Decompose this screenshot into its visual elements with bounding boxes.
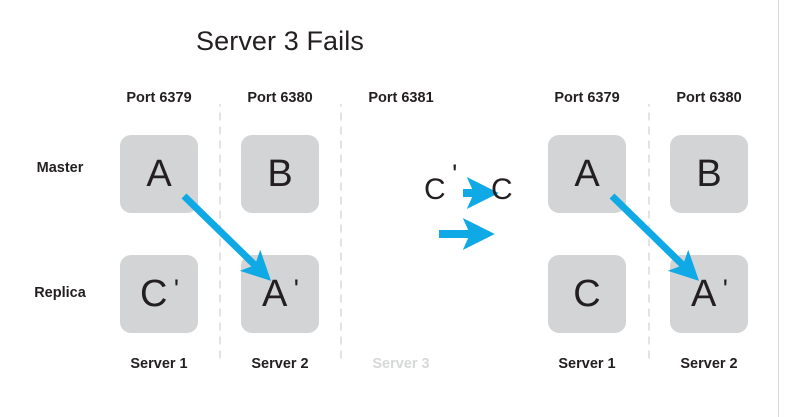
server-label-2-left: Server 2 — [251, 356, 309, 372]
port-label-6379-right: Port 6379 — [554, 90, 620, 106]
divider-right-1 — [648, 104, 650, 359]
prime-mark: ' — [446, 159, 458, 189]
node-letter: B — [267, 153, 293, 195]
node-a-master-server1-right[interactable]: A — [548, 135, 626, 213]
port-label-6380-left: Port 6380 — [247, 90, 313, 106]
node-letter: A — [262, 273, 288, 315]
divider-left-2 — [340, 104, 342, 359]
legend-flow-arrow — [439, 218, 495, 250]
node-a-master-server1-left[interactable]: A — [120, 135, 198, 213]
legend-from-letter: C — [424, 173, 446, 206]
row-label-replica: Replica — [34, 285, 86, 301]
panel-right-border — [778, 0, 779, 417]
node-a-replica-server2-left[interactable]: A ' — [241, 255, 319, 333]
node-c-replica-server1-left[interactable]: C ' — [120, 255, 198, 333]
legend-to-letter: C — [491, 173, 513, 206]
row-label-master: Master — [36, 160, 84, 176]
server-label-2-right: Server 2 — [680, 356, 738, 372]
divider-left-1 — [219, 104, 221, 359]
node-c-replica-server1-right[interactable]: C — [548, 255, 626, 333]
node-b-master-server2-right[interactable]: B — [670, 135, 748, 213]
node-letter: A — [574, 153, 600, 195]
port-label-6380-right: Port 6380 — [676, 90, 742, 106]
port-label-6379-left: Port 6379 — [126, 90, 192, 106]
node-letter: C — [573, 273, 601, 315]
legend-to-label: C — [491, 175, 513, 205]
legend-from-label: C ' — [424, 161, 457, 206]
server-label-1-right: Server 1 — [558, 356, 616, 372]
node-a-replica-server2-right[interactable]: A ' — [670, 255, 748, 333]
node-b-master-server2-left[interactable]: B — [241, 135, 319, 213]
node-letter: B — [696, 153, 722, 195]
page-title: Server 3 Fails — [196, 26, 364, 56]
server-label-1-left: Server 1 — [130, 356, 188, 372]
node-letter: A — [146, 153, 172, 195]
port-label-6381-left: Port 6381 — [368, 90, 434, 106]
server-label-3-failed: Server 3 — [372, 356, 430, 372]
node-letter: A — [691, 273, 717, 315]
node-letter: C — [139, 273, 168, 315]
